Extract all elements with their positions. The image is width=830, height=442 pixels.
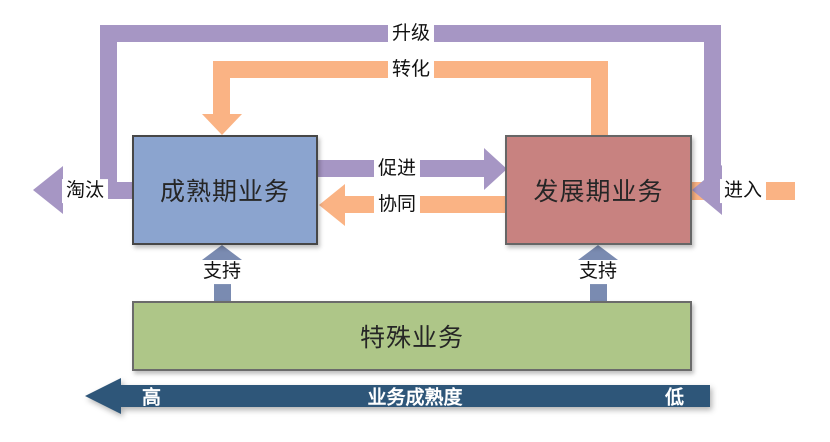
- support-right-label: 支持: [574, 260, 622, 284]
- mature-business-label: 成熟期业务: [159, 178, 290, 206]
- upgrade-label: 升级: [387, 22, 435, 46]
- support-left-arrow-stem: [214, 284, 231, 301]
- eliminate-arrow-head: [33, 166, 63, 214]
- synergy-arrow-segment: [344, 196, 508, 213]
- upgrade-arrow-left-segment: [100, 25, 117, 199]
- maturity-axis-title: 业务成熟度: [367, 387, 463, 409]
- enter-label: 进入: [719, 179, 767, 203]
- promote-arrow-head: [484, 148, 507, 190]
- mature-business-box: 成熟期业务: [132, 135, 318, 245]
- transform-arrow-right-segment: [591, 61, 608, 135]
- maturity-axis-high-label: 高: [142, 387, 162, 409]
- eliminate-label: 淘汰: [61, 179, 109, 203]
- upgrade-arrow-right-segment: [704, 25, 721, 190]
- maturity-axis-arrow-head: [85, 378, 121, 414]
- support-left-label: 支持: [198, 260, 246, 284]
- maturity-axis-bar: 高 业务成熟度 低: [120, 385, 710, 409]
- maturity-axis-low-label: 低: [664, 387, 684, 409]
- developing-business-label: 发展期业务: [533, 178, 664, 206]
- transform-arrow-left-segment: [213, 61, 230, 114]
- synergy-label: 协同: [373, 193, 421, 217]
- upgrade-arrow-head: [692, 165, 722, 215]
- transform-label: 转化: [387, 58, 435, 82]
- promote-label: 促进: [373, 157, 421, 181]
- special-business-label: 特殊业务: [359, 324, 464, 352]
- synergy-arrow-head: [319, 184, 345, 226]
- support-right-arrow-head: [578, 245, 618, 260]
- support-right-arrow-stem: [590, 284, 607, 301]
- developing-business-box: 发展期业务: [505, 135, 692, 245]
- transform-arrow-head: [202, 114, 242, 135]
- support-left-arrow-head: [202, 245, 242, 260]
- special-business-box: 特殊业务: [132, 301, 692, 371]
